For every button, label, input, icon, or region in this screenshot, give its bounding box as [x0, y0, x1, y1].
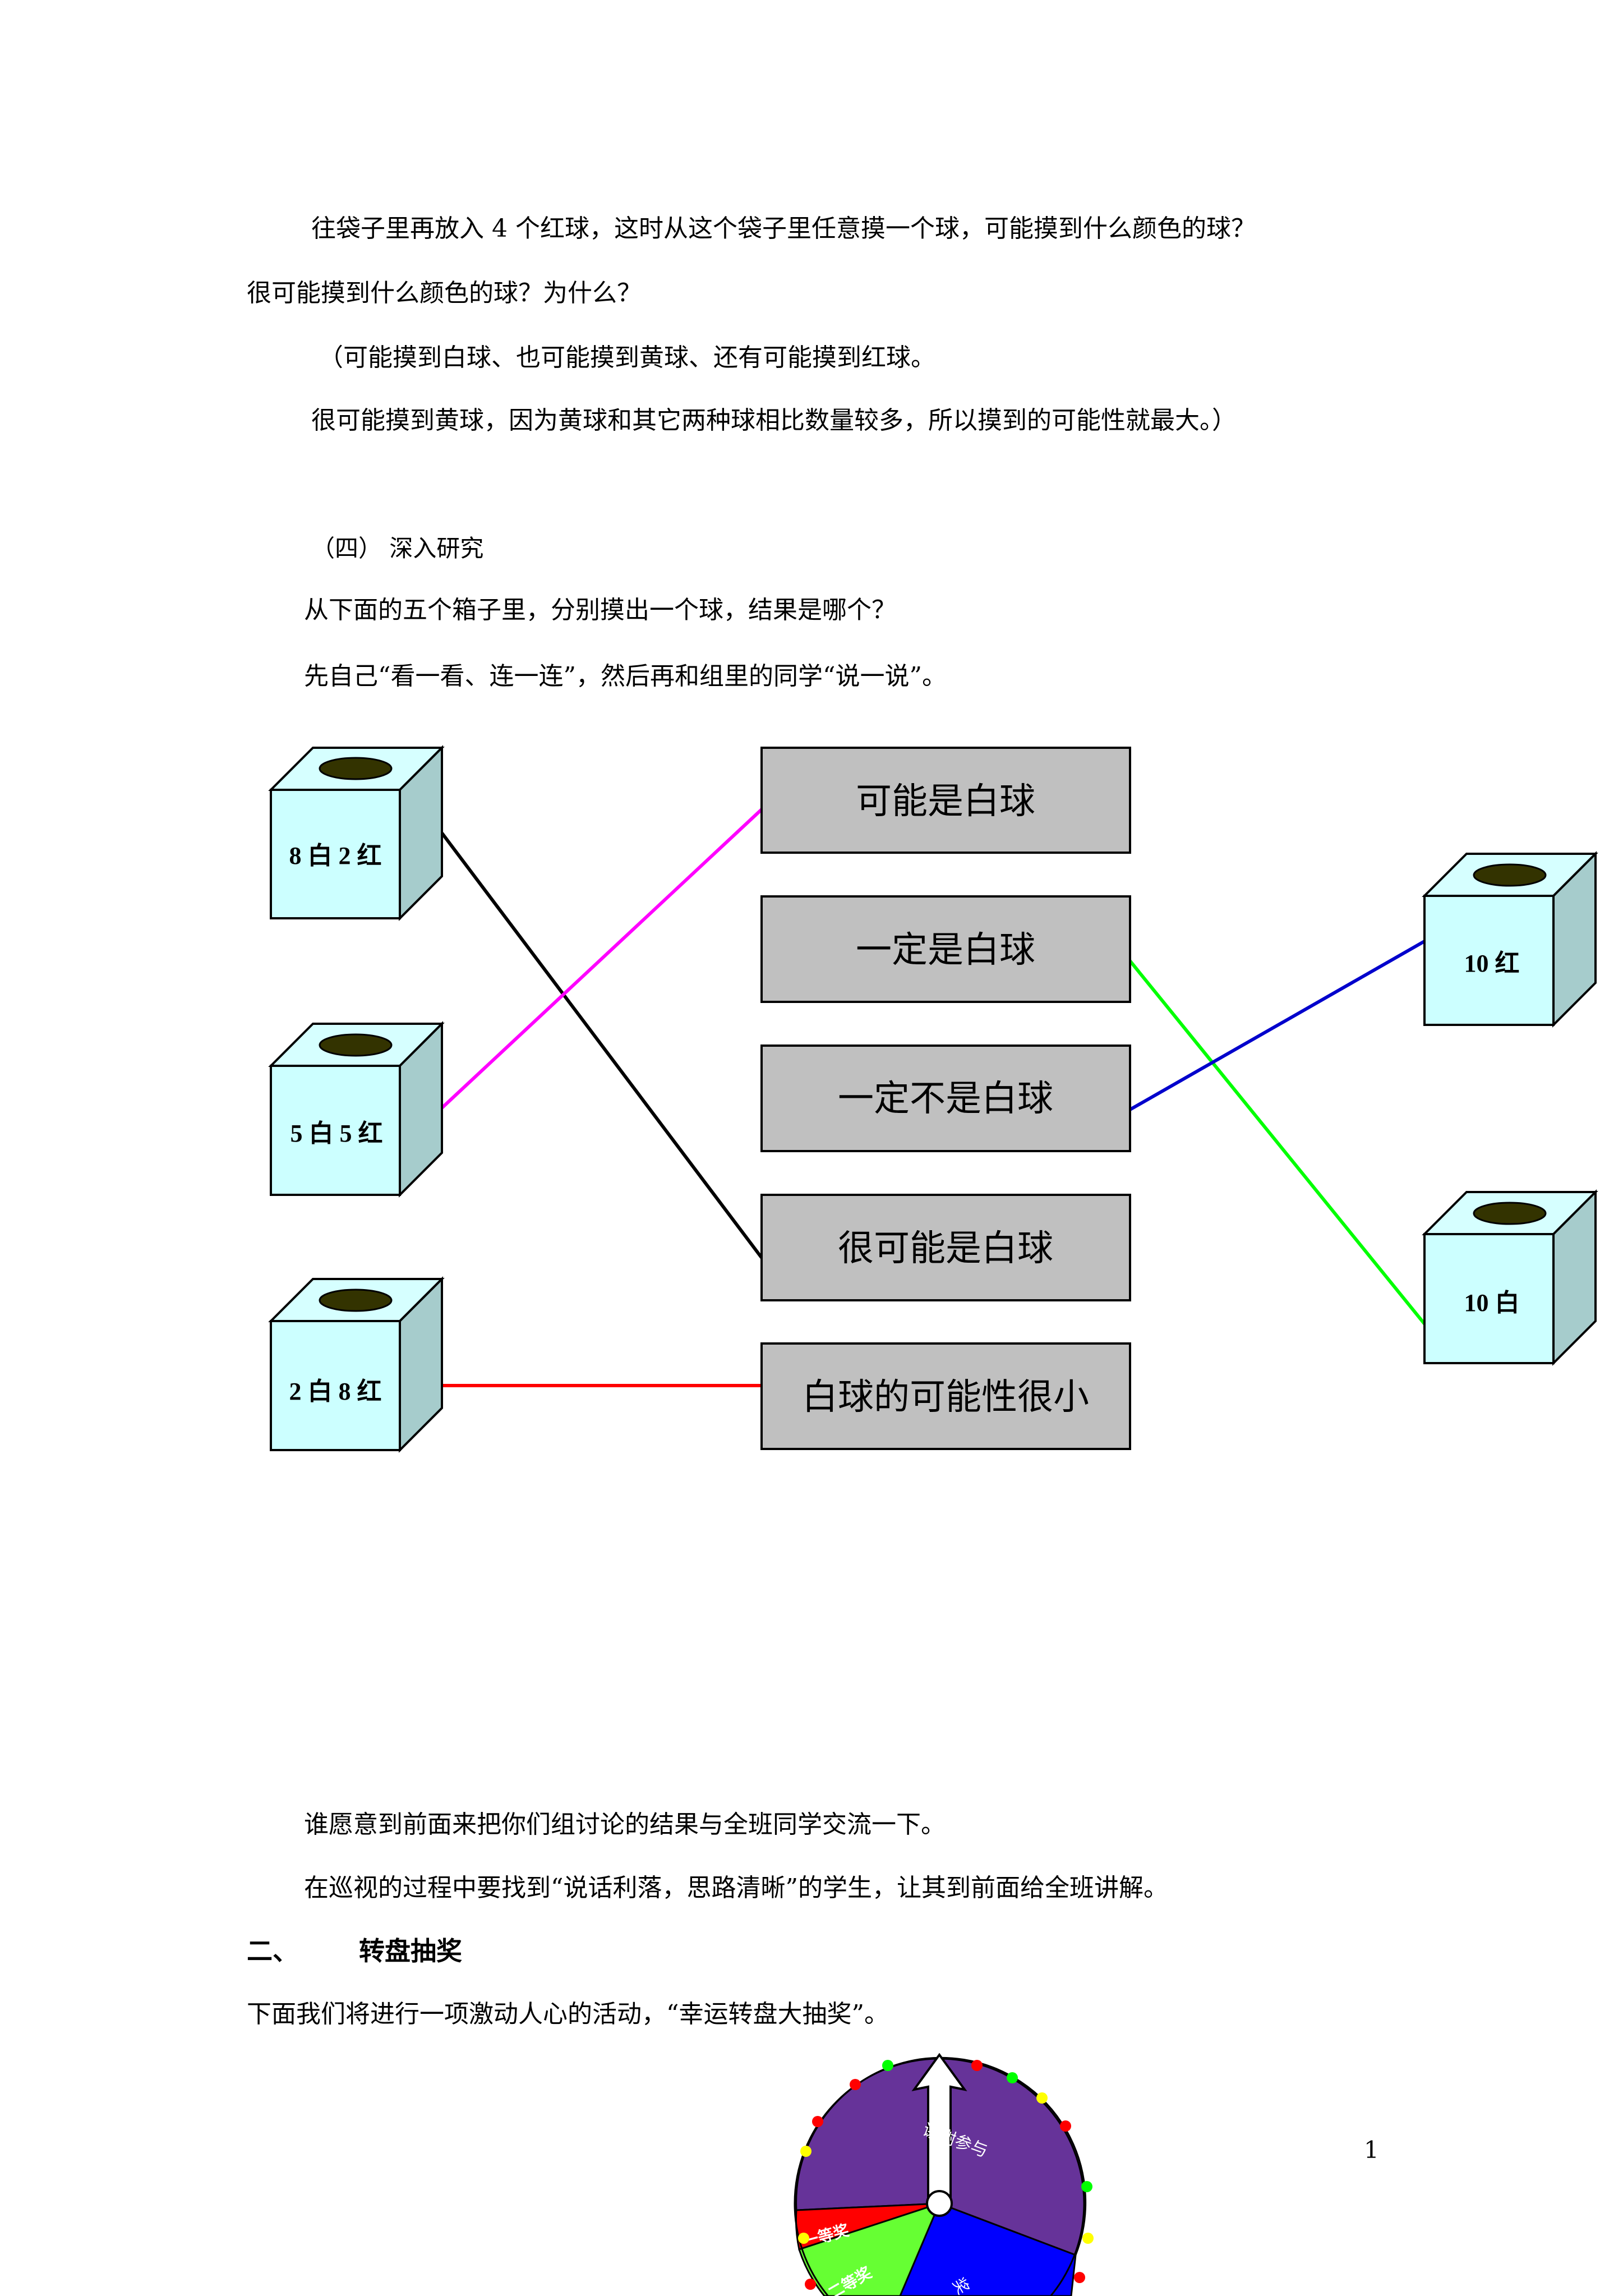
page-number: 1	[1364, 2136, 1379, 2164]
result-white-unlikely: 白球的可能性很小	[760, 1342, 1131, 1450]
result-certainly-not-white: 一定不是白球	[760, 1045, 1131, 1152]
paragraph-five-boxes: 从下面的五个箱子里，分别摸出一个球，结果是哪个？	[304, 596, 896, 624]
paragraph-answer-2: 很可能摸到黄球，因为黄球和其它两种球相比数量较多，所以摸到的可能性就最大。）	[311, 406, 1237, 435]
result-label: 白球的可能性很小	[802, 1377, 1089, 1418]
box-10red: 10 红	[1422, 851, 1598, 1028]
wheel-bulb	[1074, 2272, 1085, 2283]
wheel-bulb	[1082, 2233, 1094, 2244]
wheel-bulb	[1081, 2181, 1092, 2192]
connector-10white	[1128, 960, 1426, 1325]
result-label: 一定不是白球	[838, 1078, 1053, 1120]
box-label: 5 白 5 红	[291, 1120, 383, 1147]
section-heading-4: （四） 深入研究	[311, 535, 484, 562]
result-label: 一定是白球	[856, 930, 1035, 971]
result-very-likely-white: 很可能是白球	[760, 1194, 1131, 1301]
wheel-bulb	[805, 2279, 816, 2290]
wheel-bulb	[971, 2060, 983, 2071]
wheel-bulb	[1036, 2092, 1048, 2104]
connector-10red	[1129, 940, 1426, 1111]
box-label: 10 白	[1464, 1289, 1520, 1317]
paragraph-add-red-balls-line2: 很可能摸到什么颜色的球？为什么？	[247, 279, 642, 307]
wheel-bulb	[800, 2146, 811, 2157]
box-5white-5red: 5 白 5 红	[268, 1021, 445, 1198]
section-2-number: 二、	[247, 1936, 298, 1966]
result-label: 很可能是白球	[838, 1228, 1053, 1269]
paragraph-patrol: 在巡视的过程中要找到“说话利落，思路清晰”的学生，让其到前面给全班讲解。	[304, 1874, 1168, 1902]
box-8white-2red: 8 白 2 红	[268, 745, 445, 921]
box-label: 2 白 8 红	[289, 1378, 382, 1405]
box-label: 8 白 2 红	[289, 842, 382, 869]
wheel-hub	[926, 2190, 953, 2217]
result-possible-white: 可能是白球	[760, 747, 1131, 854]
box-2white-8red: 2 白 8 红	[268, 1276, 445, 1453]
wheel-sector-blue	[899, 2202, 1077, 2296]
paragraph-look-connect: 先自己“看一看、连一连”，然后再和组里的同学“说一说”。	[304, 662, 947, 691]
connector-5white-5red	[440, 808, 763, 1110]
wheel-bulb	[1007, 2072, 1018, 2083]
connector-8white-2red	[440, 832, 763, 1259]
result-label: 可能是白球	[856, 781, 1035, 822]
lucky-wheel: 谢谢参与 一等奖 二等奖 奖	[794, 2053, 1094, 2296]
wheel-bulb	[812, 2116, 823, 2127]
paragraph-lucky-wheel-intro: 下面我们将进行一项激动人心的活动，“幸运转盘大抽奖”。	[247, 2000, 889, 2028]
paragraph-add-red-balls-line1: 往袋子里再放入 4 个红球，这时从这个袋子里任意摸一个球，可能摸到什么颜色的球？	[311, 214, 1256, 243]
box-10white: 10 白	[1422, 1189, 1598, 1366]
box-label: 10 红	[1464, 950, 1520, 977]
wheel-bulb	[882, 2060, 893, 2071]
wheel-pointer	[911, 2053, 967, 2205]
result-certainly-white: 一定是白球	[760, 895, 1131, 1003]
paragraph-answer-1: （可能摸到白球、也可能摸到黄球、还有可能摸到红球。	[319, 343, 935, 372]
wheel-bulb	[850, 2079, 861, 2090]
paragraph-discussion: 谁愿意到前面来把你们组讨论的结果与全班同学交流一下。	[304, 1810, 946, 1839]
section-2-title: 转盘抽奖	[359, 1936, 462, 1966]
wheel-bulb	[798, 2233, 809, 2244]
wheel-bulb	[1060, 2120, 1071, 2132]
